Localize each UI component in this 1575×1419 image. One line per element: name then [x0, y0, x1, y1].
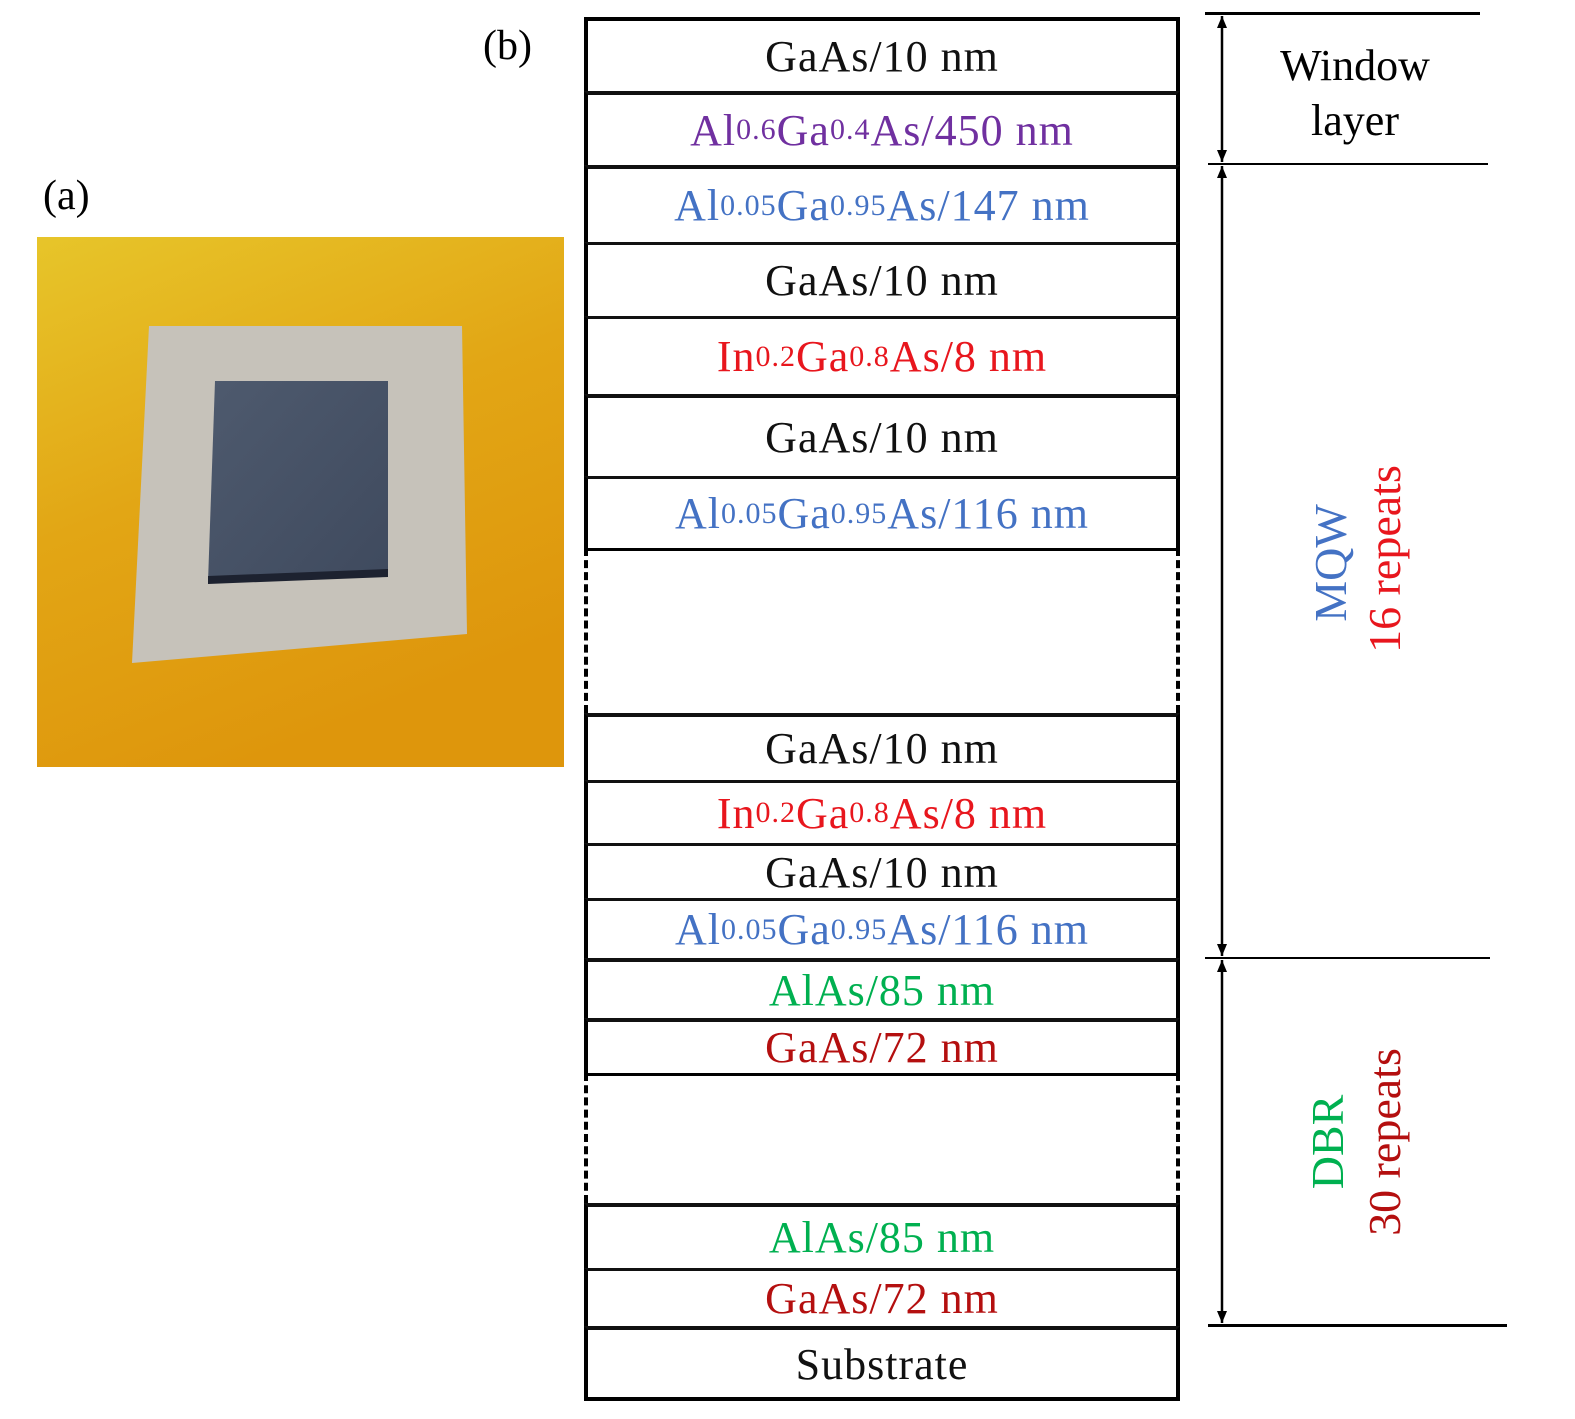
bracket-line-mqw-dbr [1205, 957, 1490, 959]
layer-text: Al [674, 181, 721, 230]
layer-text: GaAs/10 nm [765, 847, 999, 897]
panel-a-label: (a) [43, 173, 90, 219]
layer-3: GaAs/10 nm [584, 242, 1180, 316]
layer-12: GaAs/72 nm [584, 1018, 1180, 1073]
window-label-line1: Window [1280, 41, 1430, 90]
mqw-repeats-label: 16 repeats [1359, 465, 1410, 653]
layer-text: GaAs/10 nm [765, 256, 999, 305]
layer-11: AlAs/85 nm [584, 958, 1180, 1018]
layer-text: Ga [776, 181, 830, 230]
chip-edge [208, 569, 388, 584]
stack-bottom-border [584, 1397, 1180, 1401]
layer-text: Ga [777, 905, 831, 954]
layer-text: AlAs/85 nm [768, 965, 996, 1015]
mqw-label: MQW [1305, 504, 1356, 622]
layer-text: In [716, 788, 756, 838]
omitted-repeats-gap-1 [584, 1073, 1180, 1203]
layer-0: GaAs/10 nm [584, 17, 1180, 91]
layer-15: Substrate [584, 1326, 1180, 1398]
layer-text: Al [674, 489, 721, 538]
dbr-repeats-label: 30 repeats [1359, 1048, 1410, 1236]
sample-chip [208, 381, 388, 582]
panel-b-label: (b) [483, 23, 532, 69]
layer-9: GaAs/10 nm [584, 843, 1180, 898]
layer-text: In [716, 332, 756, 381]
layer-text: GaAs/10 nm [765, 412, 999, 462]
layer-text: As/147 nm [886, 181, 1090, 230]
layer-text: Ga [776, 105, 830, 155]
layer-text: Ga [795, 332, 850, 381]
layer-text: Ga [777, 489, 831, 538]
layer-text: GaAs/10 nm [765, 31, 999, 81]
layer-text: As/8 nm [889, 332, 1048, 381]
layer-text: AlAs/85 nm [768, 1213, 996, 1262]
span-arrows [1217, 16, 1227, 1323]
layer-text: GaAs/10 nm [765, 724, 999, 773]
bracket-line-window-mqw [1208, 163, 1488, 165]
layer-text: GaAs/72 nm [765, 1023, 999, 1072]
dbr-label: DBR [1302, 1094, 1353, 1190]
omitted-repeats-gap-0 [584, 548, 1180, 713]
layer-text: GaAs/72 nm [765, 1274, 999, 1323]
layer-text: Substrate [795, 1339, 969, 1389]
layer-text: Ga [795, 788, 850, 838]
bracket-line-bottom [1208, 1324, 1507, 1327]
layer-text: As/116 nm [887, 489, 1090, 538]
layer-text: Al [690, 105, 737, 155]
layer-text: As/116 nm [887, 905, 1090, 954]
sample-photo [37, 237, 564, 767]
window-layer-label: Window layer [1250, 38, 1460, 148]
layer-13: AlAs/85 nm [584, 1203, 1180, 1268]
layer-text: As/450 nm [870, 105, 1074, 155]
bracket-line-top [1205, 12, 1480, 15]
layer-7: GaAs/10 nm [584, 713, 1180, 780]
window-label-line2: layer [1311, 96, 1399, 145]
layer-14: GaAs/72 nm [584, 1268, 1180, 1326]
layer-text: As/8 nm [889, 788, 1048, 838]
layer-text: Al [674, 905, 721, 954]
layer-5: GaAs/10 nm [584, 394, 1180, 476]
